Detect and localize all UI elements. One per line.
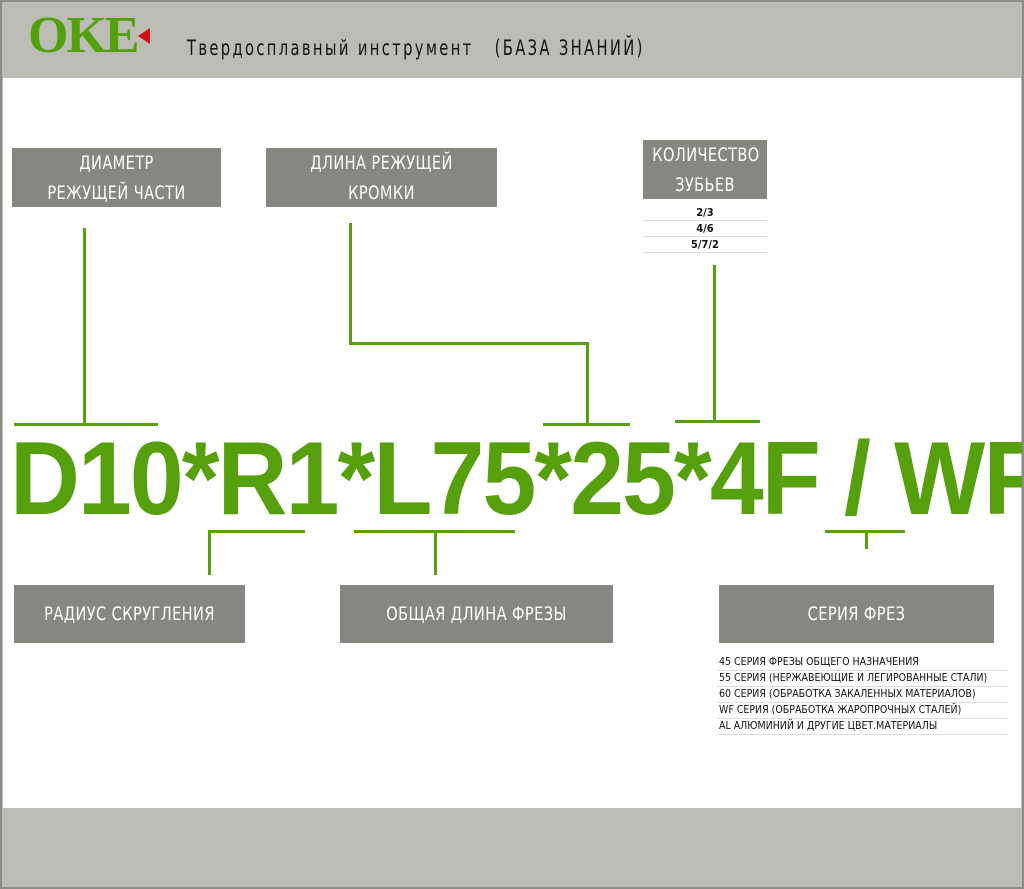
teeth-option: 4/6: [643, 221, 767, 237]
label-edge-length: ДЛИНА РЕЖУЩЕЙ КРОМКИ: [266, 148, 497, 207]
logo-mark-icon: [138, 28, 150, 44]
connector-line: [713, 265, 716, 422]
connector-line: [349, 223, 352, 344]
series-item: 60 СЕРИЯ (ОБРАБОТКА ЗАКАЛЕННЫХ МАТЕРИАЛО…: [717, 687, 1007, 703]
connector-line: [675, 420, 760, 423]
label-line: КОЛИЧЕСТВО: [652, 143, 760, 166]
label-line: РАДИУС СКРУГЛЕНИЯ: [44, 603, 215, 625]
series-list: 45 СЕРИЯ ФРЕЗЫ ОБЩЕГО НАЗНАЧЕНИЯ 55 СЕРИ…: [717, 655, 1007, 735]
label-teeth: КОЛИЧЕСТВО ЗУБЬЕВ: [643, 140, 767, 199]
page-title: Твердосплавный инструмент (БАЗА ЗНАНИЙ): [187, 36, 645, 60]
connector-line: [434, 530, 437, 575]
series-item: 45 СЕРИЯ ФРЕЗЫ ОБЩЕГО НАЗНАЧЕНИЯ: [717, 655, 1007, 671]
connector-line: [83, 228, 86, 425]
teeth-option: 5/7/2: [643, 237, 767, 253]
connector-line: [208, 530, 211, 575]
teeth-options: 2/3 4/6 5/7/2: [643, 205, 767, 253]
connector-line: [208, 530, 305, 533]
label-line: ЗУБЬЕВ: [675, 173, 735, 196]
label-line: ДИАМЕТР: [79, 151, 154, 174]
connector-line: [586, 342, 589, 425]
label-line: ДЛИНА РЕЖУЩЕЙ: [310, 151, 453, 174]
label-line: СЕРИЯ ФРЕЗ: [807, 603, 906, 625]
connector-line: [349, 342, 588, 345]
label-overall-length: ОБЩАЯ ДЛИНА ФРЕЗЫ: [340, 585, 613, 643]
label-radius: РАДИУС СКРУГЛЕНИЯ: [14, 585, 245, 643]
header: OKE Твердосплавный инструмент (БАЗА ЗНАН…: [0, 0, 1024, 78]
connector-line: [14, 423, 158, 426]
series-item: 55 СЕРИЯ (НЕРЖАВЕЮЩИЕ И ЛЕГИРОВАННЫЕ СТА…: [717, 671, 1007, 687]
series-item: AL АЛЮМИНИЙ И ДРУГИЕ ЦВЕТ.МАТЕРИАЛЫ: [717, 719, 1007, 735]
label-diameter: ДИАМЕТР РЕЖУЩЕЙ ЧАСТИ: [12, 148, 221, 207]
label-series: СЕРИЯ ФРЕЗ: [719, 585, 994, 643]
tool-code: D10*R1*L75*25*4F / WF: [10, 421, 1024, 537]
connector-line: [543, 423, 630, 426]
series-item: WF СЕРИЯ (ОБРАБОТКА ЖАРОПРОЧНЫХ СТАЛЕЙ): [717, 703, 1007, 719]
logo: OKE: [28, 7, 140, 64]
connector-line: [865, 530, 868, 549]
label-line: РЕЖУЩЕЙ ЧАСТИ: [47, 181, 186, 204]
teeth-option: 2/3: [643, 205, 767, 221]
label-line: КРОМКИ: [348, 181, 415, 204]
label-line: ОБЩАЯ ДЛИНА ФРЕЗЫ: [386, 603, 567, 625]
